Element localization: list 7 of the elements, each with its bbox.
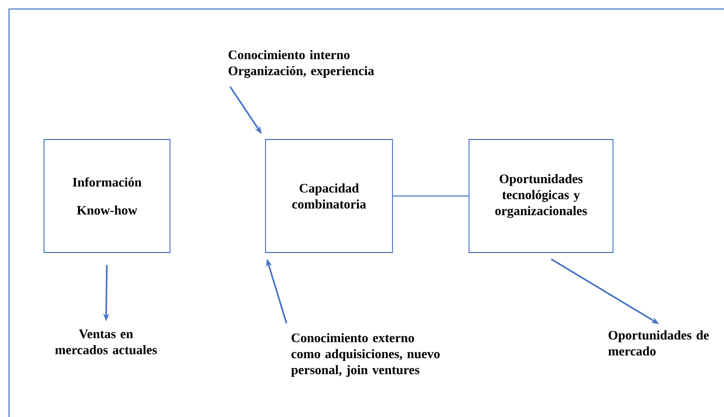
text-label: Conocimiento externo como adquisiciones, nuevo personal, join ventures — [291, 333, 440, 377]
process-box: Información Know-how — [44, 139, 170, 253]
process-box: Capacidad combinatoria — [265, 139, 393, 253]
text-label: Oportunidades de mercado — [608, 330, 709, 356]
process-box: Oportunidades tecnológicas y organizacionales — [468, 139, 614, 253]
text-label: Ventas en mercados actuales — [55, 330, 157, 354]
text-label: Conocimiento interno Organización, experiencia — [228, 50, 374, 78]
